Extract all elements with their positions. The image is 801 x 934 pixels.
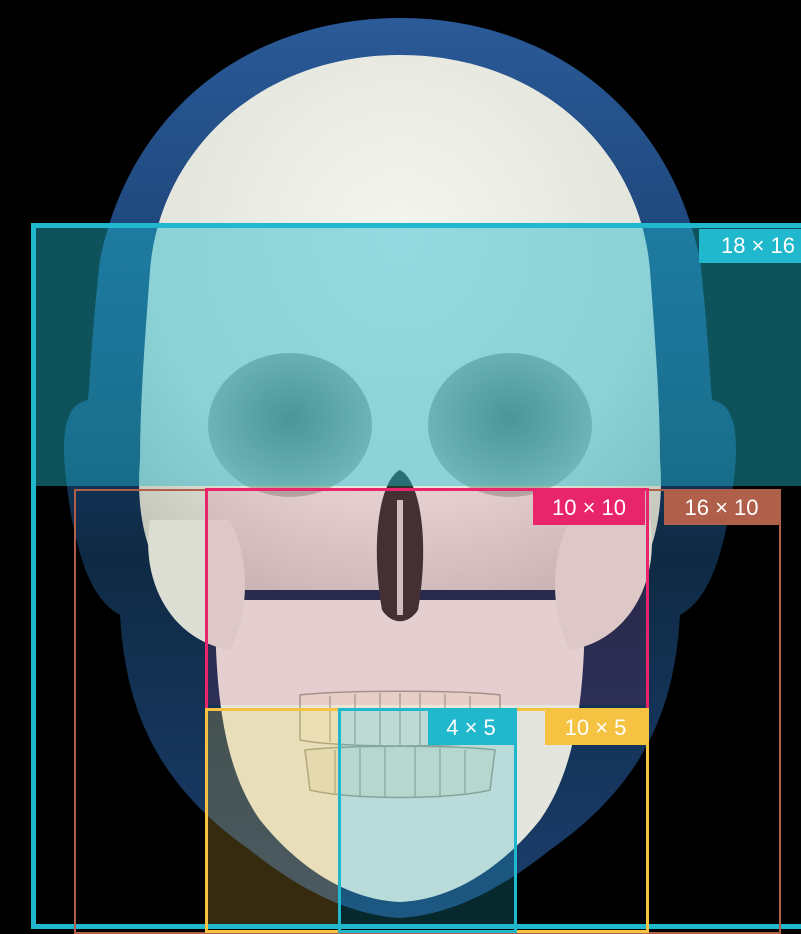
front-teeth-measure-label: 4 × 5 xyxy=(428,711,514,745)
overall-measure-label: 18 × 16 xyxy=(699,229,801,263)
cheek-span-measure-label: 16 × 10 xyxy=(664,491,779,525)
midface-measure-label: 10 × 10 xyxy=(533,491,645,525)
jaw-measure-label: 10 × 5 xyxy=(545,711,646,745)
